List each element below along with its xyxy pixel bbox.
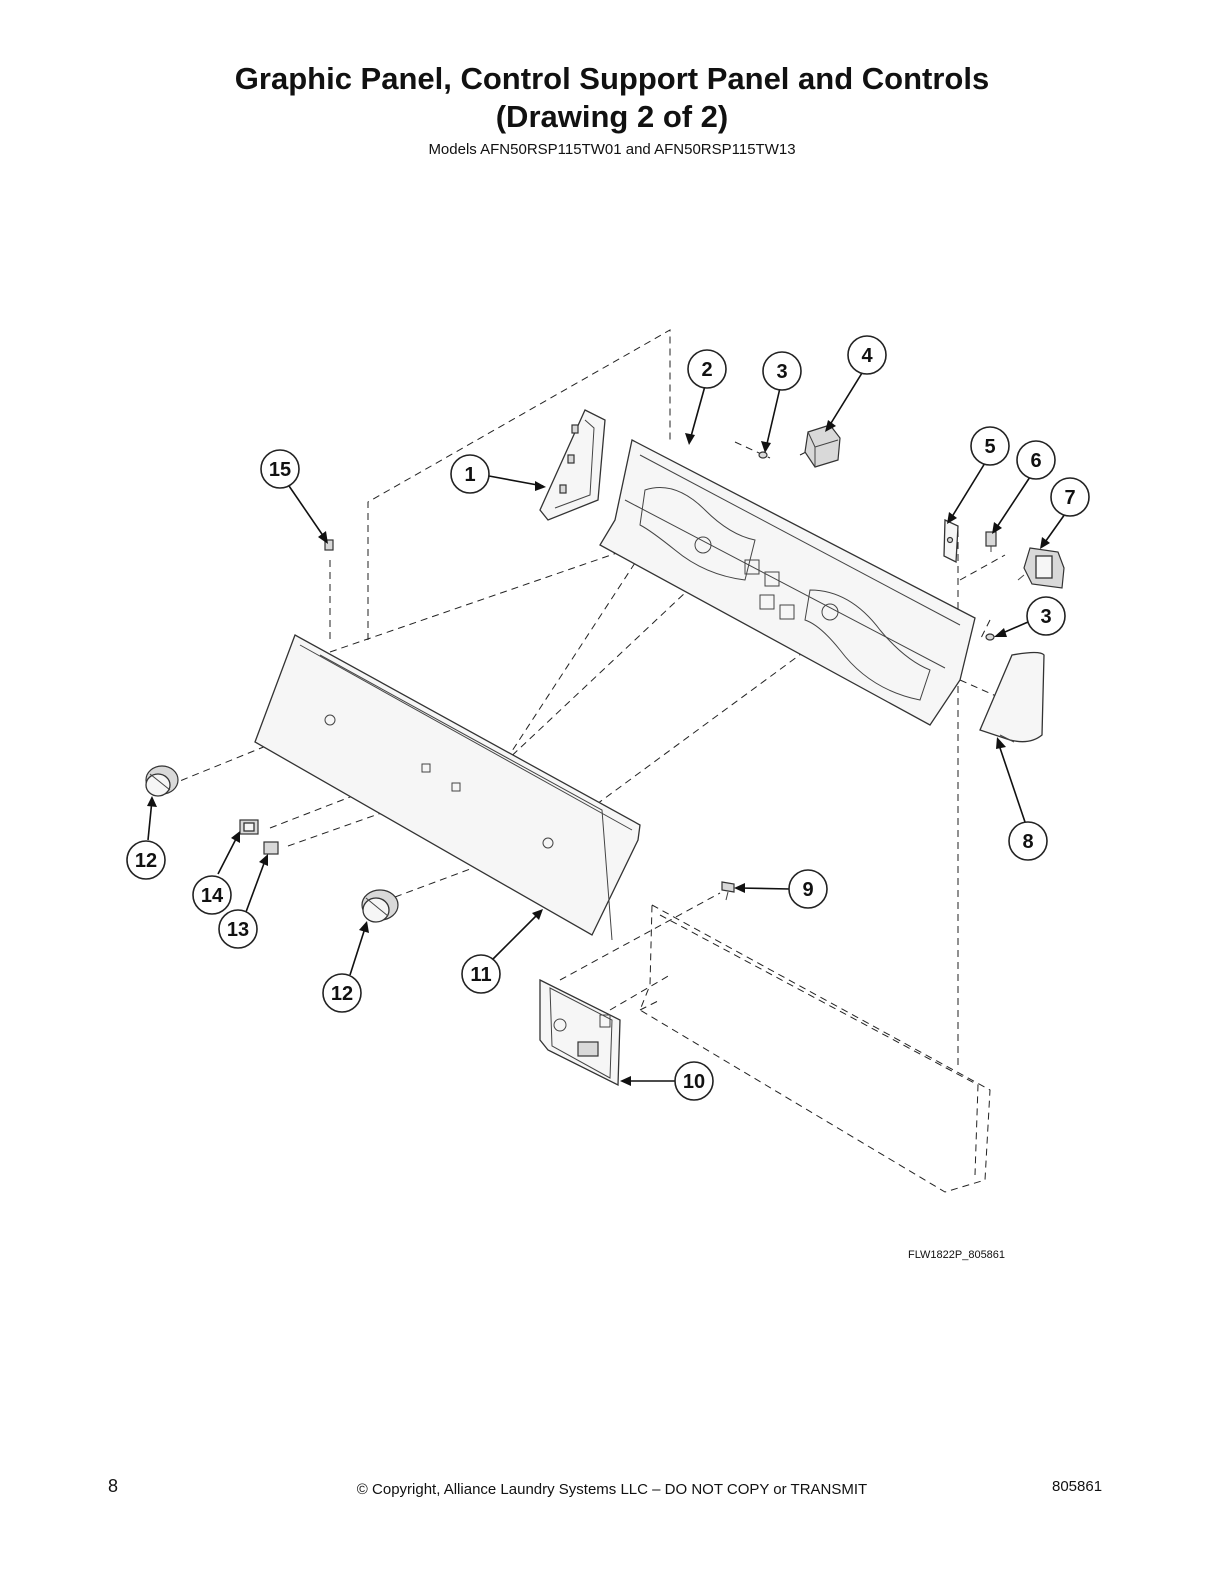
page-number: 8 bbox=[108, 1476, 119, 1496]
button-part bbox=[263, 841, 279, 855]
callout-12-left: 12 bbox=[126, 840, 166, 880]
document-number: 805861 bbox=[1052, 1478, 1103, 1495]
callout-13: 13 bbox=[218, 909, 258, 949]
rear-mounting-panel-part bbox=[639, 904, 991, 1193]
callout-11-label: 11 bbox=[470, 964, 491, 986]
callout-6: 6 bbox=[1016, 440, 1056, 480]
graphic-panel-part bbox=[254, 634, 641, 941]
switch-block-part bbox=[804, 424, 841, 468]
callout-9-label: 9 bbox=[802, 879, 813, 901]
callout-12-left-label: 12 bbox=[135, 850, 157, 872]
plug-part bbox=[985, 531, 997, 552]
callout-9: 9 bbox=[788, 869, 828, 909]
page-title-line-2: (Drawing 2 of 2) bbox=[495, 99, 729, 134]
callout-3-top: 3 bbox=[762, 351, 802, 391]
drawing-id: FLW1822P_805861 bbox=[908, 1249, 1006, 1261]
callout-3-right-label: 3 bbox=[1040, 606, 1051, 628]
callout-1-label: 1 bbox=[464, 464, 475, 486]
screw-mounting-part bbox=[721, 881, 735, 901]
callout-15-label: 15 bbox=[269, 459, 291, 481]
callout-15: 15 bbox=[260, 449, 300, 489]
small-screw-top-part bbox=[758, 451, 768, 459]
callout-3-right: 3 bbox=[1026, 596, 1066, 636]
control-board-part bbox=[539, 978, 621, 1087]
callout-5-label: 5 bbox=[984, 436, 995, 458]
knob-center-part bbox=[361, 889, 399, 923]
end-cap-part bbox=[979, 651, 1045, 743]
screw-left-part bbox=[324, 539, 334, 551]
title-block: Graphic Panel, Control Support Panel and… bbox=[0, 60, 1224, 160]
callout-8-label: 8 bbox=[1022, 831, 1033, 853]
callout-2-label: 2 bbox=[701, 359, 712, 381]
rocker-switch-part bbox=[239, 819, 259, 835]
callout-leaders bbox=[147, 372, 1066, 1086]
callout-13-label: 13 bbox=[227, 919, 249, 941]
callout-4-label: 4 bbox=[861, 345, 873, 367]
callout-1: 1 bbox=[450, 454, 490, 494]
small-board-part bbox=[943, 518, 959, 564]
callout-2: 2 bbox=[687, 349, 727, 389]
callout-4: 4 bbox=[847, 335, 887, 375]
callout-10-label: 10 bbox=[683, 1071, 705, 1093]
callout-12-center-label: 12 bbox=[331, 983, 353, 1005]
callout-10: 10 bbox=[674, 1061, 714, 1101]
models-subtitle: Models AFN50RSP115TW01 and AFN50RSP115TW… bbox=[428, 141, 796, 158]
copyright-notice: © Copyright, Alliance Laundry Systems LL… bbox=[356, 1481, 868, 1498]
relay-part bbox=[1017, 547, 1065, 589]
callout-8: 8 bbox=[1008, 821, 1048, 861]
page-title-line-1: Graphic Panel, Control Support Panel and… bbox=[234, 61, 990, 96]
callout-6-label: 6 bbox=[1030, 450, 1041, 472]
control-support-panel-part bbox=[599, 439, 976, 726]
callout-14: 14 bbox=[192, 875, 232, 915]
callout-14-label: 14 bbox=[201, 885, 224, 907]
knob-left-part bbox=[145, 765, 179, 797]
callout-5: 5 bbox=[970, 426, 1010, 466]
callout-3-top-label: 3 bbox=[776, 361, 787, 383]
callout-12-center: 12 bbox=[322, 973, 362, 1013]
small-screw-right-part bbox=[985, 633, 995, 641]
side-bracket-part bbox=[539, 409, 606, 521]
callout-11: 11 bbox=[461, 954, 501, 994]
callout-7-label: 7 bbox=[1064, 487, 1075, 509]
callout-7: 7 bbox=[1050, 477, 1090, 517]
